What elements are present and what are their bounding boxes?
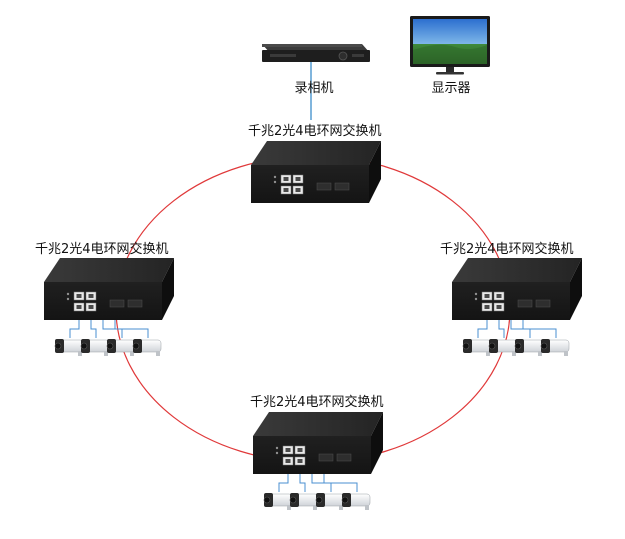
camera-group-left — [54, 318, 162, 356]
camera-icon — [488, 339, 518, 356]
camera-cable — [323, 472, 358, 492]
camera-cable — [114, 318, 149, 338]
sfp-ports — [316, 182, 350, 191]
camera-icon — [54, 339, 84, 356]
camera-cable — [69, 318, 80, 338]
camera-icon — [289, 493, 319, 510]
nvr-label: 录相机 — [294, 81, 334, 96]
switch-label-right: 千兆2光4电环网交换机 — [440, 242, 574, 257]
rj45-ports — [481, 291, 505, 312]
switch-bottom — [253, 412, 383, 474]
camera-cable — [522, 318, 557, 338]
sfp-ports — [109, 299, 143, 308]
switch-top — [251, 141, 381, 203]
monitor-label: 显示器 — [431, 81, 471, 96]
camera-icon — [106, 339, 136, 356]
camera-icon — [132, 339, 162, 356]
camera-cable — [90, 318, 97, 338]
camera-icon — [540, 339, 570, 356]
sfp-ports — [318, 453, 352, 462]
camera-group-right — [462, 318, 570, 356]
camera-cable — [278, 472, 289, 492]
rj45-ports — [73, 291, 97, 312]
camera-icon — [263, 493, 293, 510]
rj45-ports — [280, 174, 304, 195]
sfp-ports — [517, 299, 551, 308]
camera-cable — [498, 318, 505, 338]
camera-icon — [462, 339, 492, 356]
camera-icon — [514, 339, 544, 356]
camera-cable — [102, 318, 123, 338]
switch-right — [452, 258, 582, 320]
camera-cable — [299, 472, 306, 492]
nvr-device — [262, 44, 370, 62]
camera-cable — [311, 472, 332, 492]
camera-cable — [510, 318, 531, 338]
camera-icon — [80, 339, 110, 356]
switch-label-bottom: 千兆2光4电环网交换机 — [250, 395, 384, 410]
camera-group-bottom — [263, 472, 371, 510]
camera-icon — [315, 493, 345, 510]
camera-icon — [341, 493, 371, 510]
monitor-device — [410, 16, 490, 75]
switch-label-top: 千兆2光4电环网交换机 — [248, 124, 382, 139]
switch-left — [44, 258, 174, 320]
rj45-ports — [282, 445, 306, 466]
switch-label-left: 千兆2光4电环网交换机 — [35, 242, 169, 257]
camera-cable — [477, 318, 488, 338]
